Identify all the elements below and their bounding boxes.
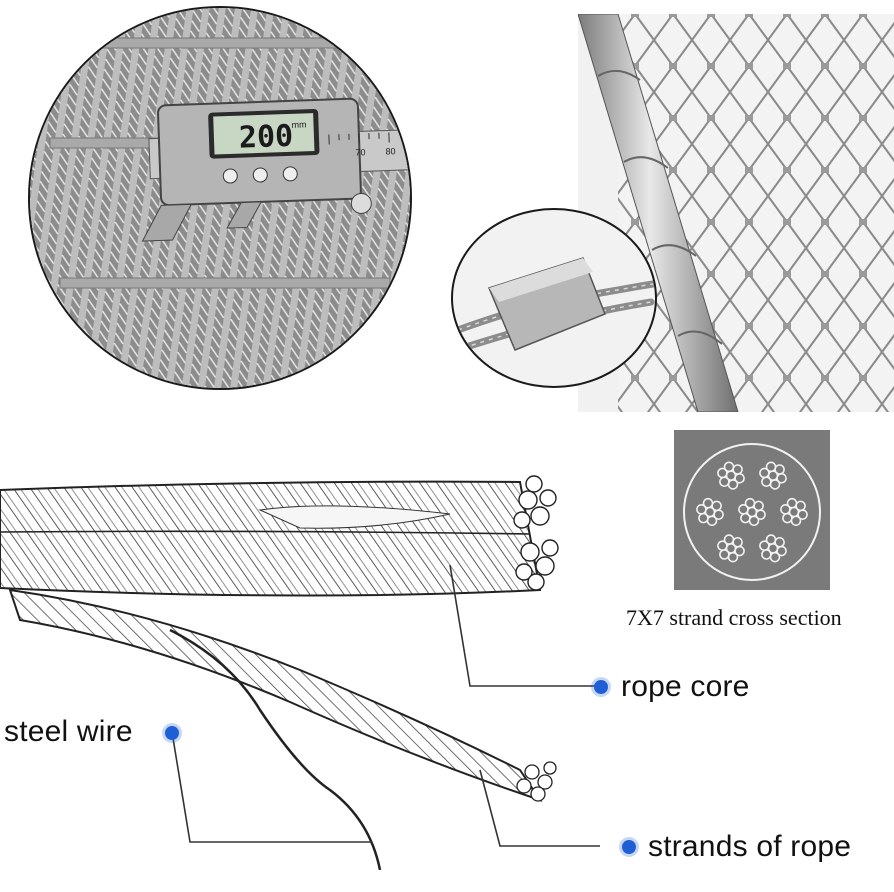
cross-section-wire <box>719 476 730 488</box>
cross-section-wire <box>717 467 728 479</box>
cross-section-wire <box>744 497 756 509</box>
cross-section-wire <box>732 464 743 475</box>
rope-core-dot <box>594 680 608 694</box>
cross-section-wire <box>738 504 749 515</box>
cross-section-wire <box>698 512 709 524</box>
cross-section-wire <box>753 500 764 512</box>
ferrule-art <box>454 257 655 352</box>
cross-section-wire <box>723 534 735 545</box>
cross-section-wire <box>727 479 739 490</box>
cross-section-wire <box>761 549 772 560</box>
cross-section-wire <box>759 467 770 479</box>
cross-section-wire <box>765 461 777 473</box>
caliper-unit: mm <box>291 119 306 130</box>
cross-section-wire <box>732 536 743 548</box>
ferrule-photo <box>451 208 657 388</box>
cross-section-wire <box>706 515 718 527</box>
cross-section-wire <box>748 515 760 527</box>
strands-of-rope-dot <box>622 840 636 854</box>
caliper-photo: 70 80 200 mm <box>28 6 412 390</box>
cross-section-wire <box>769 479 781 490</box>
cross-section-caption: 7X7 strand cross section <box>626 605 842 630</box>
cross-section-wire <box>769 551 781 563</box>
cross-section-wire <box>759 540 770 552</box>
cross-section-wire <box>717 540 728 552</box>
caliper-scale-mark-70: 70 <box>355 147 365 157</box>
cross-section-wire <box>786 497 798 509</box>
label-steel-wire: steel wire <box>4 715 133 748</box>
cross-section-wire <box>790 515 802 527</box>
caliper-reading: 200 <box>238 119 293 156</box>
cross-section-wire <box>696 504 707 515</box>
cross-section-wire <box>795 500 806 512</box>
rope-illustration <box>0 470 624 871</box>
cross-section-wire <box>723 461 735 473</box>
cross-section-wire <box>711 500 722 512</box>
cross-section-wire <box>780 504 791 515</box>
rope-illustration-art <box>0 475 624 871</box>
label-rope-core: rope core <box>621 670 750 703</box>
cross-section-wire <box>727 551 739 563</box>
cross-section-wire <box>719 549 730 560</box>
cross-section-wire <box>765 534 777 545</box>
caliper-scale-mark-80: 80 <box>385 146 395 156</box>
cross-section-wire <box>702 497 714 509</box>
label-strands-of-rope: strands of rope <box>648 830 852 863</box>
cross-section-wire <box>774 464 785 475</box>
caliper-photo-art: 70 80 200 mm <box>30 8 410 388</box>
cross-section-wire <box>782 512 793 524</box>
cross-section-box <box>674 430 830 590</box>
cross-section-wire <box>761 476 772 488</box>
net-on-pole-photo <box>578 14 894 412</box>
steel-wire-dot <box>165 726 179 740</box>
cross-section-art <box>683 443 821 581</box>
net-on-pole-art <box>578 14 894 412</box>
cross-section-wire <box>774 536 785 548</box>
cross-section-wire <box>740 512 751 524</box>
